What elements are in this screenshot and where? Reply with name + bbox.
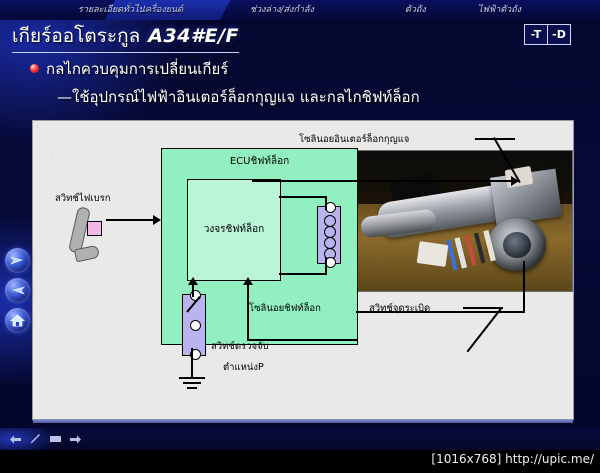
nav-tab-chassis[interactable]: ช่วงล่าง/ส่งกำลัง [250,5,314,15]
wire-coil-bottom-to-circuit-h [279,273,327,275]
wire-ignition-return-v [247,283,249,341]
shift-lock-solenoid-symbol [317,202,341,268]
transmission-type-badges[interactable]: -T -D [524,24,571,45]
wire-detect-switch-to-circuit [192,281,194,297]
arrow-brake-to-ecu [153,215,161,225]
page-title-code: A34#E/F [148,25,240,47]
callout-ignition-diag [466,307,503,353]
wire-circuit-to-coil-top-v [325,196,327,210]
nav-tab-engine[interactable]: เครื่องยนต์ [142,5,184,15]
bullet-line-2-text: —ใช้อุปกรณ์ไฟฟ้าอินเตอร์ล็อกกุญแจ และกลไ… [57,88,420,106]
badge-t[interactable]: -T [525,25,547,44]
shift-lock-solenoid-label: โซลินอยชิฟท์ล็อก [249,303,321,314]
wire-circuit-to-coil-top-h [279,196,327,198]
arrow-detect-to-circuit [188,277,198,285]
detect-switch-label: สวิทช์ตรวจจับ [211,341,269,352]
badge-d[interactable]: -D [547,25,570,44]
wire-ignition-return-h [247,339,357,341]
wire-ignition-to-ecu [356,311,525,313]
bullet-line-1-text: กลไกควบคุมการเปลี่ยนเกียร์ [46,60,229,78]
forward-arrow-icon [10,255,23,265]
pen-icon [30,434,40,444]
detect-switch-terminal-bottom [189,349,201,360]
bullet-line-2: —ใช้อุปกรณ์ไฟฟ้าอินเตอร์ล็อกกุญแจ และกลไ… [57,85,420,109]
nav-tab-body-electrical[interactable]: ไฟฟ้าตัวถัง [478,5,522,15]
nav-forward-button[interactable] [5,248,30,273]
detect-switch-terminal-mid [189,320,201,331]
toolbar-back-button[interactable] [8,432,22,446]
ground-bar-3 [187,387,197,389]
red-bullet-icon [30,64,39,73]
footer-bar [0,450,600,473]
callout-ignition-v [523,261,525,313]
back-arrow-icon [9,435,21,443]
arrow-circuit-to-key-solenoid [511,176,519,186]
toolbar-forward-button[interactable] [68,432,82,446]
ground-bar-1 [179,377,205,379]
nav-home-button[interactable] [5,308,30,333]
steering-column-photo [351,150,573,292]
shift-lock-circuit-box: วงจรชิฟท์ล็อก [187,179,281,281]
ground-bar-2 [183,382,201,384]
page-title-text: เกียร์ออโตระกูล [12,25,141,47]
brake-switch-label: สวิทช์ไฟเบรก [55,193,111,204]
home-icon [10,314,25,327]
brake-light-switch-symbol [63,205,107,265]
diagram-panel: ECUชิฟท์ล็อก วงจรชิฟท์ล็อก [33,121,573,423]
p-position-detect-switch-symbol [182,290,206,360]
arrow-ignition-return [243,277,253,285]
bullet-line-1: กลไกควบคุมการเปลี่ยนเกียร์ [30,57,228,81]
shift-lock-circuit-label: วงจรชิฟท์ล็อก [203,224,265,235]
toolbar-pen-button[interactable] [28,432,42,446]
forward-arrow-icon [69,435,81,443]
nav-back-button[interactable] [5,278,30,303]
nav-tab-body[interactable]: ตัวถัง [405,5,426,15]
wire-circuit-to-key-solenoid [252,180,515,182]
key-interlock-solenoid-label: โซลินอยอินเตอร์ล็อกกุญแจ [299,134,410,145]
toolbar-rectangle-button[interactable] [48,432,62,446]
rectangle-icon [49,436,61,442]
p-position-label: ตำแหน่งP [223,362,264,373]
brake-switch-contact [87,221,102,236]
wire-coil-bottom-v [325,257,327,275]
wire-brake-to-ecu [106,219,154,221]
callout-ignition-h [463,307,503,309]
slide-canvas: รายละเอียดทั่วไป เครื่องยนต์ ช่วงล่าง/ส่… [0,0,600,450]
top-nav-tabs[interactable]: รายละเอียดทั่วไป เครื่องยนต์ ช่วงล่าง/ส่… [0,0,600,20]
ignition-switch-label: สวิทช์จุดระเบิด [369,303,431,314]
watermark-text: [1016x768] http://upic.me/ [431,452,594,466]
ecu-shift-lock-label: ECUชิฟท์ล็อก [229,156,290,167]
wire-to-ground [191,348,193,378]
nav-tab-general[interactable]: รายละเอียดทั่วไป [78,5,145,15]
bottom-toolbar[interactable] [0,428,600,450]
page-title: เกียร์ออโตระกูล A34#E/F [12,21,240,53]
back-arrow-icon [12,285,25,295]
